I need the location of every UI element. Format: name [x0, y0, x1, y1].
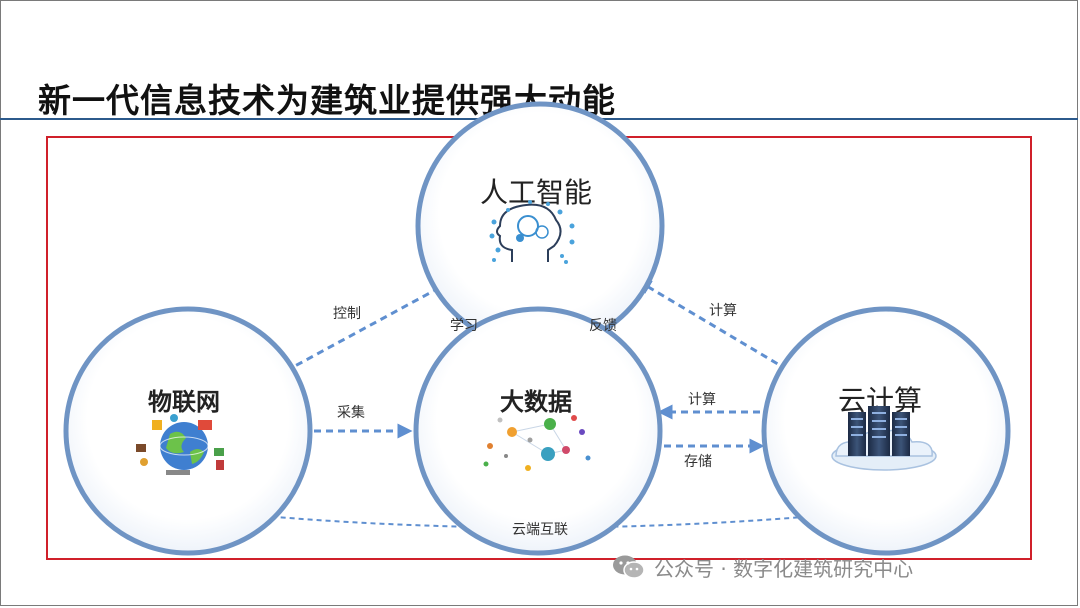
data-network-icon: [483, 415, 591, 471]
edge-label-control: 控制: [333, 306, 361, 322]
edge-label-compute-ai: 计算: [709, 303, 737, 319]
edge-label-feedback: 反馈: [589, 318, 617, 334]
arrow-cloud-to-ai: [636, 279, 799, 378]
edge-label-collect: 采集: [337, 404, 365, 421]
server-cloud-icon: [831, 406, 937, 471]
watermark-text: 公众号 · 数字化建筑研究中心: [654, 556, 914, 581]
node-label-ai: 人工智能: [480, 176, 592, 209]
edge-label-learn: 学习: [450, 318, 478, 334]
globe-devices-icon: [136, 414, 224, 475]
node-label-bigdata: 大数据: [500, 388, 572, 416]
node-circle-bigdata: [413, 306, 663, 556]
node-label-iot: 物联网: [148, 388, 220, 416]
edge-label-compute-data: 计算: [688, 392, 716, 408]
watermark: 公众号 · 数字化建筑研究中心: [612, 552, 913, 582]
edge-label-cloud-link: 云端互联: [512, 522, 568, 538]
brain-icon: [489, 200, 575, 264]
wechat-icon: [612, 554, 646, 580]
arrow-ai-to-iot: [278, 280, 451, 376]
edge-label-store: 存储: [684, 454, 712, 470]
